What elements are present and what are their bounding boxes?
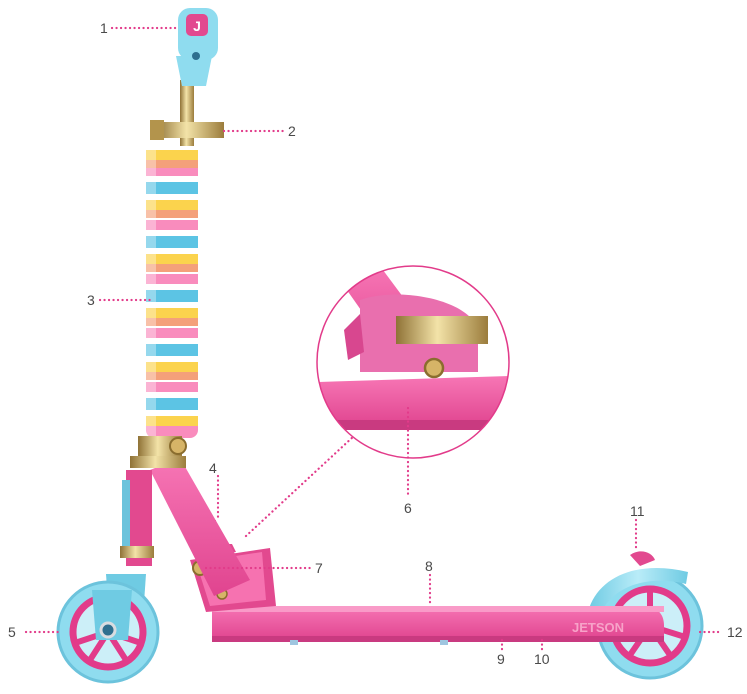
- callout-11: 11: [630, 503, 645, 519]
- callout-10: 10: [534, 651, 550, 667]
- detail-inset: [317, 266, 509, 458]
- callout-3: 3: [87, 292, 95, 308]
- callout-8: 8: [425, 558, 433, 574]
- handlebar-stem: [130, 142, 198, 468]
- brand-mark-icon: J: [193, 18, 201, 34]
- deck: JETSON: [212, 606, 664, 645]
- callout-5: 5: [8, 624, 16, 640]
- height-adjust-clamp: [150, 80, 224, 146]
- handlebar-grip: J: [176, 8, 218, 86]
- callout-7: 7: [315, 560, 323, 576]
- callout-1: 1: [100, 20, 108, 36]
- callout-6: 6: [404, 500, 412, 516]
- callout-9: 9: [497, 651, 505, 667]
- front-wheel: [58, 582, 158, 682]
- callout-12: 12: [727, 624, 743, 640]
- deck-brand-logo: JETSON: [572, 620, 624, 635]
- callout-2: 2: [288, 123, 296, 139]
- callout-4: 4: [209, 460, 217, 476]
